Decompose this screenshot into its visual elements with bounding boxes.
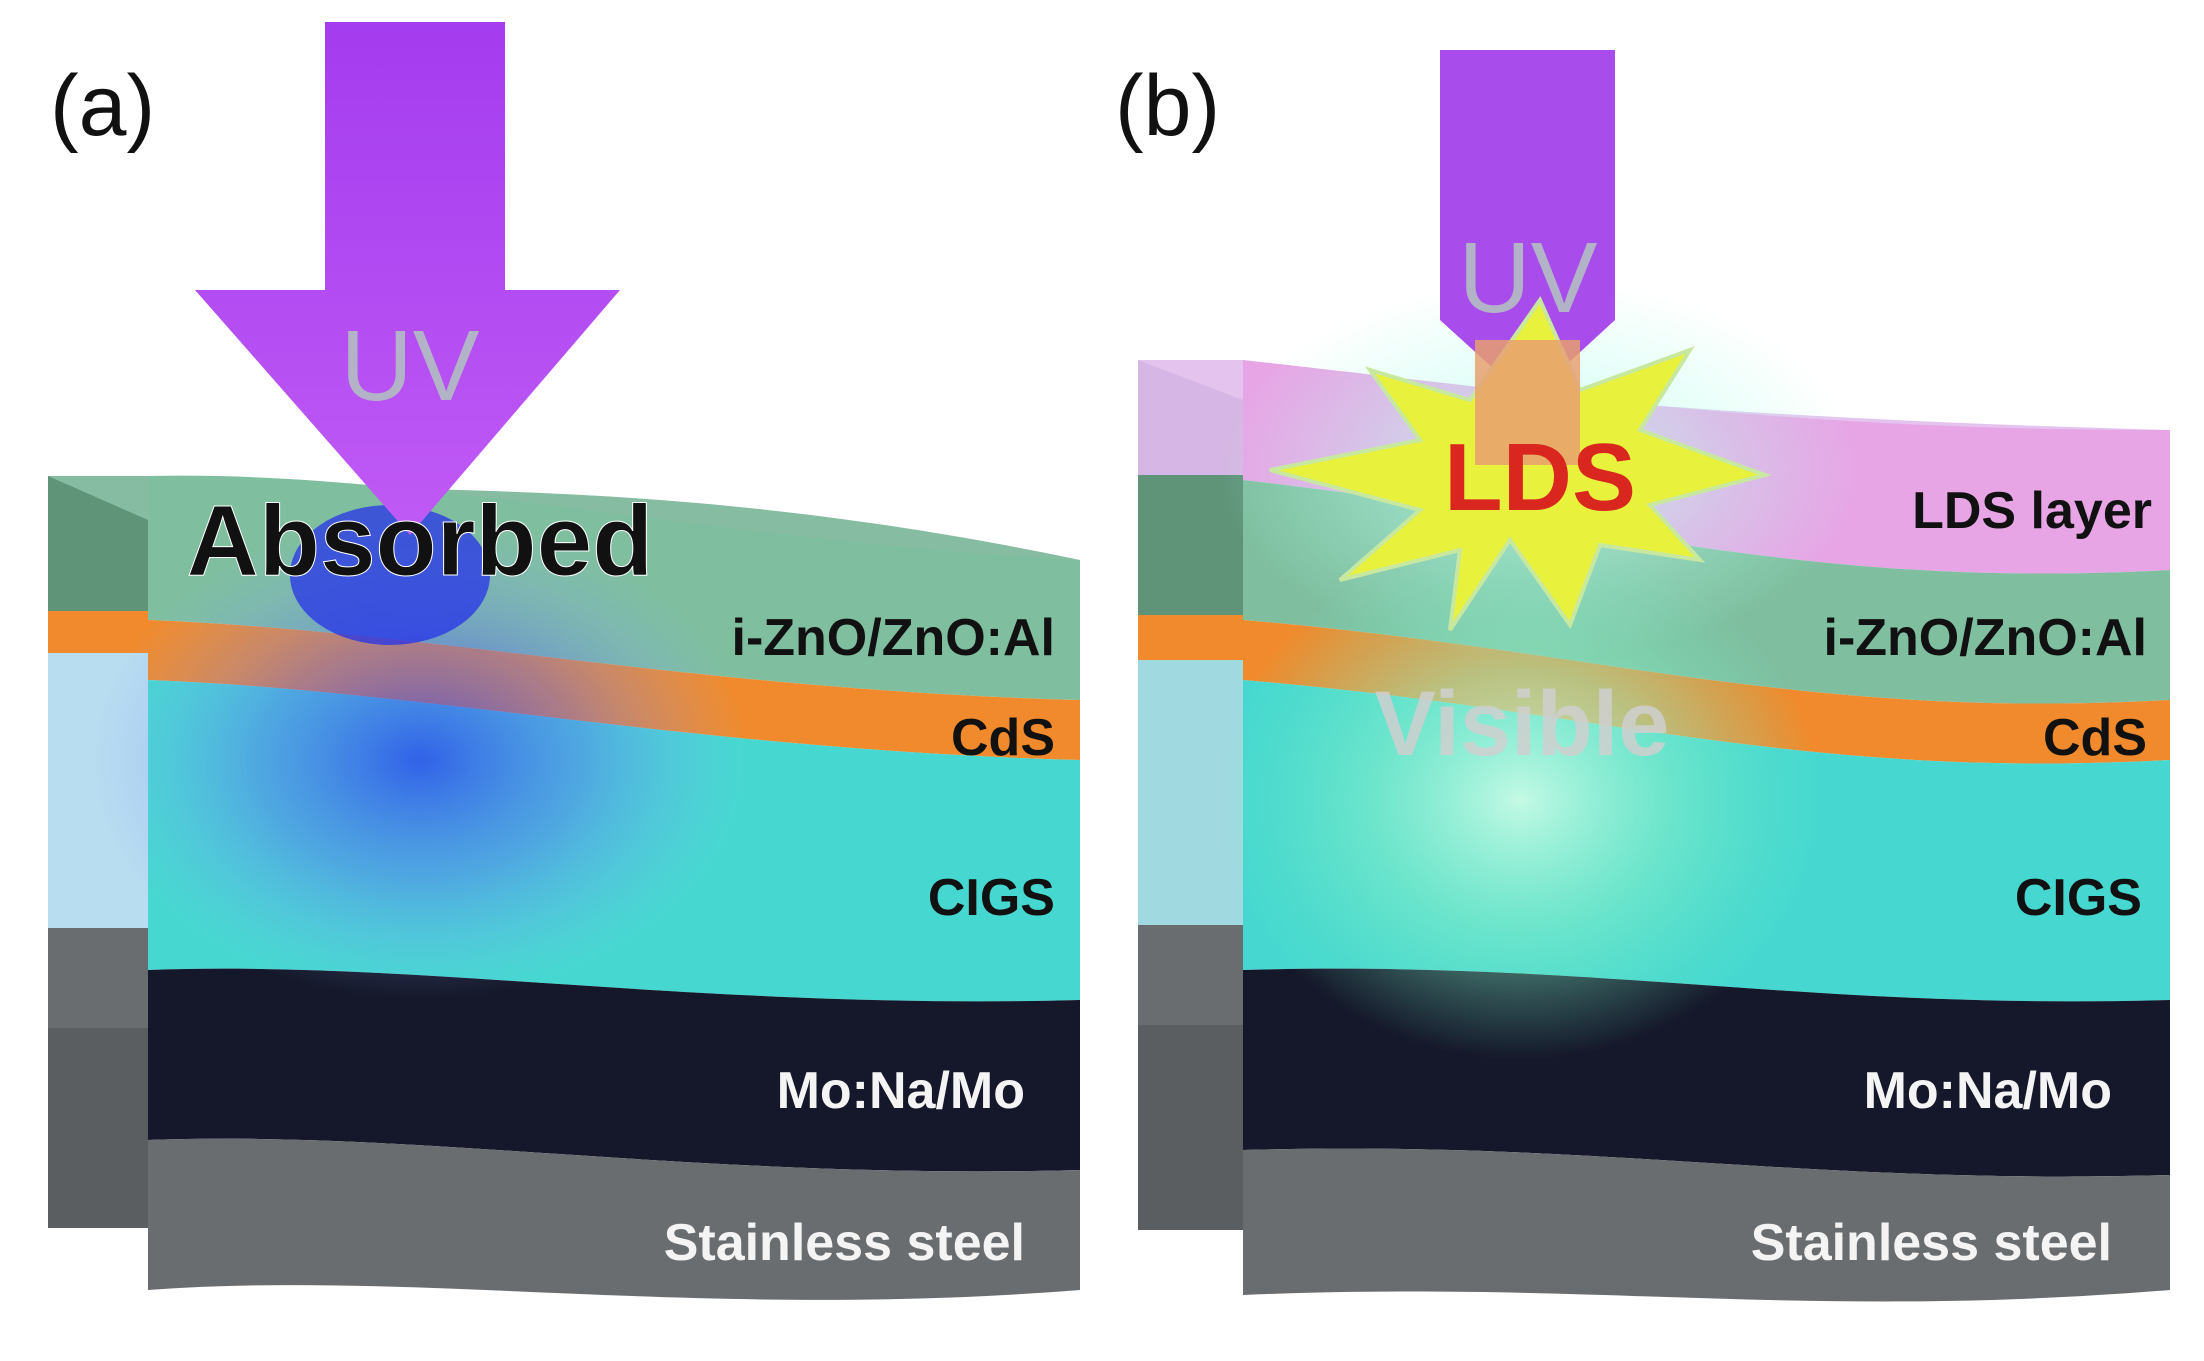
panel-b-visible-glow — [1220, 540, 1820, 1060]
panel-b-uv-arrow — [1440, 50, 1615, 400]
panel-b-label-zno: i-ZnO/ZnO:Al — [1824, 609, 2147, 667]
panel-a-label-mo: Mo:Na/Mo — [777, 1062, 1025, 1120]
panel-b-visible-label: Visible — [1375, 673, 1670, 775]
panel-a: UV Absorbed (a) i-ZnO/ZnO:Al CdS CIGS Mo… — [48, 22, 1080, 1300]
panel-a-absorb-glow — [90, 520, 750, 1000]
panel-b-lds-label: LDS — [1444, 424, 1636, 531]
panel-b-label-lds-layer: LDS layer — [1912, 482, 2152, 540]
panel-b-label-steel: Stainless steel — [1751, 1214, 2112, 1272]
panel-b-orange-beam — [1475, 340, 1580, 465]
panel-b-label-mo: Mo:Na/Mo — [1864, 1062, 2112, 1120]
panel-a-label-steel: Stainless steel — [664, 1214, 1025, 1272]
panel-b: UV LDS Visible (b) LDS layer i-ZnO/ZnO:A… — [1115, 50, 2170, 1302]
panel-a-uv-arrow — [195, 22, 620, 535]
panel-a-absorb-core — [290, 505, 490, 645]
panel-a-layer-steel — [148, 1138, 1080, 1300]
panel-b-label-cds: CdS — [2043, 709, 2147, 767]
panel-a-layer-mo — [148, 968, 1080, 1172]
panel-b-tag: (b) — [1115, 58, 1220, 154]
panel-a-label-cds: CdS — [951, 709, 1055, 767]
panel-a-absorbed-label: Absorbed — [187, 485, 654, 597]
panel-a-tag: (a) — [50, 58, 155, 154]
panel-b-label-cigs: CIGS — [2015, 869, 2142, 927]
panel-a-uv-label: UV — [341, 310, 480, 422]
panel-a-label-zno: i-ZnO/ZnO:Al — [732, 609, 1055, 667]
panel-b-layer-steel — [1243, 1148, 2170, 1302]
panel-a-label-cigs: CIGS — [928, 869, 1055, 927]
